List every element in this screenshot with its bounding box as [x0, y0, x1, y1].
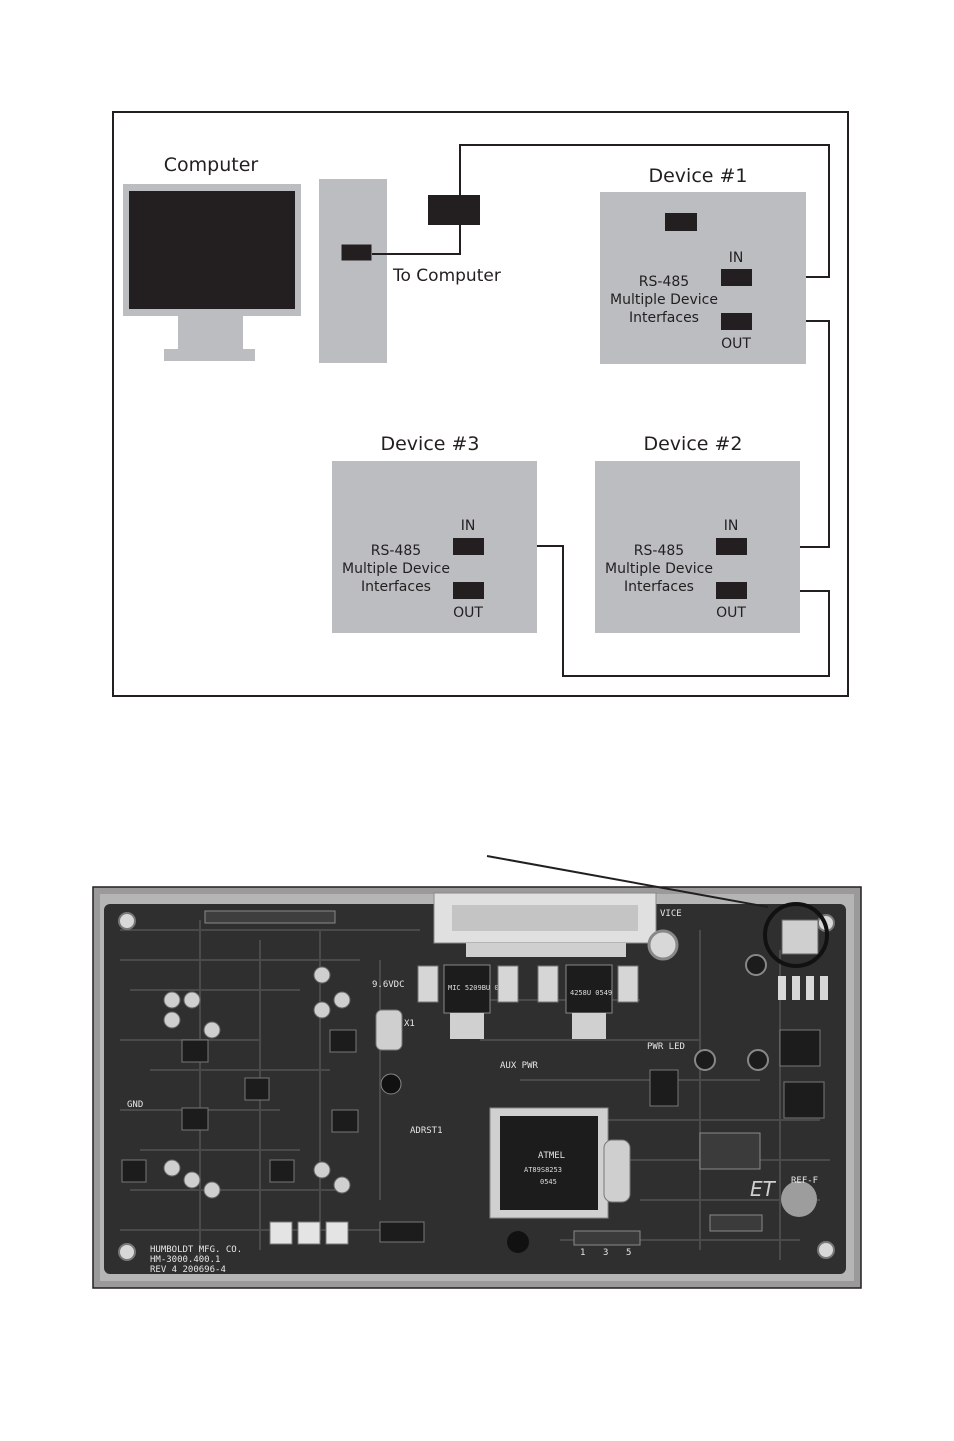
right-side-ics — [379, 1029, 825, 1243]
board-maker-line2: HM-3000.400.1 — [150, 1255, 220, 1265]
monitor-icon — [123, 184, 301, 361]
device3-out-port — [453, 582, 484, 599]
device3-label: Device #3 — [380, 433, 479, 455]
wire-device2-out-device3-in — [483, 545, 830, 677]
crystal-label: X1 — [404, 1019, 415, 1029]
device2-box — [595, 461, 800, 633]
pin-label-1: 1 — [580, 1248, 585, 1258]
device-silk-label: VICE — [660, 909, 682, 919]
device1-in-label: IN — [729, 250, 744, 266]
computer-serial-port — [340, 243, 373, 262]
device3-box — [332, 461, 537, 633]
device1-interface-line1: RS-485 — [639, 274, 689, 290]
device1-label: Device #1 — [648, 165, 747, 187]
regulator-2-marking: 4258U 0549 — [570, 989, 612, 997]
chip-date: 0545 — [540, 1178, 557, 1186]
device2-interface-line1: RS-485 — [634, 543, 684, 559]
pcb-traces — [120, 920, 830, 1260]
device1-in-port — [721, 269, 752, 286]
device1-interface-line3: Interfaces — [629, 310, 699, 326]
device3-in-label: IN — [461, 518, 476, 534]
gnd-label: GND — [127, 1100, 143, 1110]
device2-label: Device #2 — [643, 433, 742, 455]
pwr-led-label: PWR LED — [647, 1042, 685, 1052]
ribbon-connector-slot — [452, 905, 638, 931]
device3-in-port — [453, 538, 484, 555]
round-capacitors — [163, 966, 351, 1199]
pin-label-3: 3 — [603, 1248, 608, 1258]
device2-interface-line3: Interfaces — [624, 579, 694, 595]
test-point-hole — [380, 1073, 402, 1095]
device1-interface-line2: Multiple Device — [610, 292, 718, 308]
device2-in-label: IN — [724, 518, 739, 534]
trim-potentiometers — [269, 1221, 349, 1245]
resistor-array — [778, 976, 828, 1000]
voltage-regulator-2: 4258U 0549 — [565, 964, 613, 1039]
board-maker-line3: REV 4 200696-4 — [150, 1265, 226, 1275]
device2-out-label: OUT — [716, 605, 746, 621]
monitor-screen — [129, 191, 295, 309]
wire-computer-converter — [372, 225, 461, 255]
led-indicator — [507, 1231, 529, 1253]
to-computer-label: To Computer — [392, 266, 501, 286]
aux-pwr-label: AUX PWR — [500, 1061, 539, 1071]
connector-latch — [466, 943, 626, 957]
device2-out-port — [716, 582, 747, 599]
computer-tower — [319, 179, 387, 363]
dip-switch — [781, 919, 819, 955]
device3-interface-line2: Multiple Device — [342, 561, 450, 577]
crystal-x1 — [375, 1009, 403, 1051]
device1-box — [600, 192, 806, 364]
tantalum-caps — [417, 965, 639, 1003]
device1-indicator — [665, 213, 697, 231]
ref-f-label: REF-F — [791, 1176, 818, 1186]
crystal-2 — [603, 1139, 631, 1203]
op-amp-ics — [121, 1029, 359, 1183]
address-rotary-switch — [647, 929, 679, 961]
sticker-dot — [781, 1181, 817, 1217]
right-pin-headers — [573, 1132, 763, 1246]
converter-block — [428, 195, 480, 225]
board-maker-line1: HUMBOLDT MFG. CO. — [150, 1245, 242, 1255]
regulator-1-marking: MIC 5209BU 0325 — [448, 984, 511, 992]
device2-interface-line2: Multiple Device — [605, 561, 713, 577]
device2-in-port — [716, 538, 747, 555]
jack-holes — [694, 954, 769, 1071]
dip-switch-callout-circle — [763, 902, 829, 968]
voltage-regulator-1: MIC 5209BU 0325 — [443, 964, 511, 1039]
device3-interface-line3: Interfaces — [361, 579, 431, 595]
monitor-base — [164, 349, 255, 361]
microcontroller-chip: ATMEL AT89S8253 0545 — [489, 1107, 609, 1219]
chip-id: AT89S8253 — [524, 1166, 562, 1174]
computer-label: Computer — [164, 154, 259, 176]
device3-out-label: OUT — [453, 605, 483, 621]
vdc-label: 9.6VDC — [372, 980, 405, 990]
adrst-label: ADRST1 — [410, 1126, 443, 1136]
chip-brand: ATMEL — [538, 1151, 565, 1161]
device1-out-label: OUT — [721, 336, 751, 352]
device3-interface-line1: RS-485 — [371, 543, 421, 559]
monitor-neck — [178, 316, 243, 350]
et-mark: ET — [750, 1177, 777, 1201]
pin-header-top — [204, 910, 336, 924]
device1-out-port — [721, 313, 752, 330]
pin-label-5: 5 — [626, 1248, 631, 1258]
callout-leader-line — [486, 855, 769, 908]
